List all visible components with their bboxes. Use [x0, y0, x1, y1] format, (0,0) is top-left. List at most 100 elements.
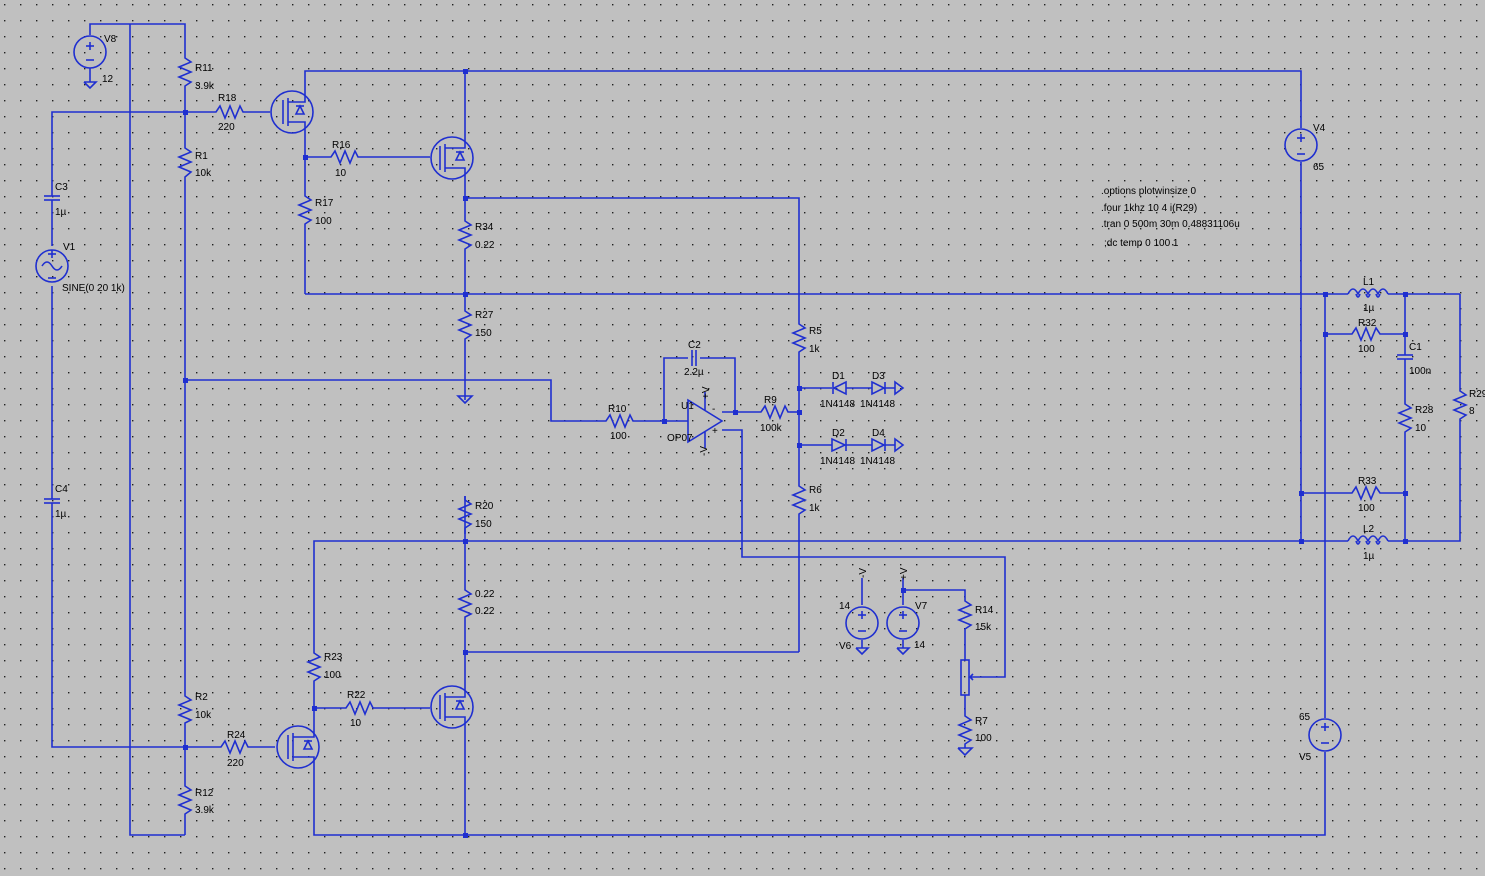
- diode-D3[interactable]: D3 1N4148: [860, 371, 905, 410]
- mosfet-Q2[interactable]: [430, 136, 474, 180]
- diode-D1[interactable]: D1 1N4148: [820, 371, 855, 410]
- resistor-R35[interactable]: 0.22 0.22: [456, 585, 495, 620]
- r32-name: R32: [1358, 318, 1377, 329]
- c2-value: 2.2µ: [684, 367, 704, 378]
- mosfet-Q3[interactable]: [430, 685, 474, 730]
- source-V8[interactable]: V8 12: [73, 34, 117, 90]
- r16-name: R16: [332, 140, 351, 151]
- u1-name: U1: [681, 401, 694, 412]
- r22-value: 10: [350, 718, 362, 729]
- r10-name: R10: [608, 404, 627, 415]
- r20-value: 150: [475, 519, 492, 530]
- resistor-R20[interactable]: R20 150: [456, 496, 494, 534]
- resistor-R12[interactable]: R12 3.9k: [176, 780, 215, 820]
- resistor-R32[interactable]: R32 100: [1345, 318, 1388, 355]
- r5-name: R5: [809, 326, 822, 337]
- resistor-R2[interactable]: R2 10k: [176, 690, 212, 725]
- r14-value: 15k: [975, 622, 992, 633]
- d2-name: D2: [832, 428, 845, 439]
- mosfet-Q4[interactable]: [276, 725, 320, 770]
- r33-name: R33: [1358, 476, 1377, 487]
- resistor-R16[interactable]: R16 10: [325, 140, 360, 179]
- resistor-R14[interactable]: R14 15k: [956, 595, 994, 635]
- capacitor-C3[interactable]: C3 1µ: [44, 182, 68, 218]
- d3-name: D3: [872, 371, 885, 382]
- opamp-U1[interactable]: U1 OP07 - + +V -V: [667, 386, 724, 456]
- resistor-R17[interactable]: R17 100: [296, 190, 334, 235]
- junctions: [183, 69, 1408, 838]
- capacitor-C2[interactable]: C2 2.2µ: [684, 340, 704, 378]
- r28-value: 10: [1415, 423, 1427, 434]
- v8-value: 12: [102, 74, 114, 85]
- wires: [51, 23, 1461, 836]
- v7-name: V7: [915, 601, 928, 612]
- r2-value: 10k: [195, 710, 212, 721]
- inductor-L1[interactable]: L1 1µ: [1347, 277, 1389, 314]
- v4-name: V4: [1313, 123, 1326, 134]
- resistor-R29[interactable]: R29 8: [1451, 385, 1485, 425]
- source-V7[interactable]: V7 14: [886, 601, 928, 656]
- r17-value: 100: [315, 216, 332, 227]
- resistor-R1[interactable]: R1 10k: [176, 140, 212, 185]
- v6-value: 14: [839, 601, 851, 612]
- d4-name: D4: [872, 428, 885, 439]
- r23-value: 100: [324, 670, 341, 681]
- svg-text:-V: -V: [858, 568, 869, 578]
- net-label-vminus: -V: [858, 568, 869, 578]
- r24-name: R24: [227, 730, 246, 741]
- r22-name: R22: [347, 690, 366, 701]
- diode-D4[interactable]: D4 1N4148: [860, 428, 905, 467]
- d1-value: 1N4148: [820, 399, 855, 410]
- directive-line-3: .tran 0 500m 30m 0.48831106u: [1101, 219, 1240, 230]
- source-V5[interactable]: 65 V5: [1299, 712, 1342, 763]
- source-V6[interactable]: 14 V6: [839, 601, 879, 656]
- resistor-R27[interactable]: R27 150: [456, 305, 494, 345]
- r35-name: 0.22: [475, 589, 495, 600]
- l1-value: 1µ: [1363, 303, 1375, 314]
- source-V4[interactable]: V4 65: [1284, 123, 1326, 173]
- capacitor-C1[interactable]: C1 100n: [1397, 342, 1431, 377]
- resistor-R23[interactable]: R23 100: [305, 648, 343, 690]
- v1-name: V1: [63, 242, 76, 253]
- r2-name: R2: [195, 692, 208, 703]
- svg-text:+V: +V: [899, 567, 910, 580]
- r6-name: R6: [809, 485, 822, 496]
- resistor-R9[interactable]: R9 100k: [755, 395, 790, 434]
- r18-value: 220: [218, 122, 235, 133]
- v7-value: 14: [914, 640, 926, 651]
- resistor-R5[interactable]: R5 1k: [790, 318, 822, 355]
- spice-directives[interactable]: .options plotwinsize 0 .four 1khz 10 4 i…: [1101, 186, 1240, 249]
- l2-name: L2: [1363, 524, 1375, 535]
- resistor-R34[interactable]: R34 0.22: [456, 215, 495, 255]
- inductor-L2[interactable]: L2 1µ: [1347, 524, 1389, 562]
- source-V1[interactable]: V1 SINE(0 20 1k): [35, 242, 125, 294]
- resistor-R10[interactable]: R10 100: [600, 404, 638, 442]
- r34-value: 0.22: [475, 240, 495, 251]
- r9-value: 100k: [760, 423, 783, 434]
- r9-name: R9: [764, 395, 777, 406]
- v1-value: SINE(0 20 1k): [62, 283, 125, 294]
- resistor-R11[interactable]: R11 3.9k: [176, 52, 215, 92]
- r7-value: 100: [975, 733, 992, 744]
- c3-name: C3: [55, 182, 68, 193]
- r14-name: R14: [975, 605, 994, 616]
- mosfet-Q1[interactable]: [270, 88, 314, 135]
- r1-name: R1: [195, 151, 208, 162]
- r10-value: 100: [610, 431, 627, 442]
- resistor-R6[interactable]: R6 1k: [790, 480, 822, 520]
- capacitor-C4[interactable]: C4 1µ: [44, 484, 68, 520]
- r18-name: R18: [218, 93, 237, 104]
- resistor-R33[interactable]: R33 100: [1345, 476, 1388, 514]
- r16-value: 10: [335, 168, 347, 179]
- resistor-R7[interactable]: R7 100: [956, 710, 992, 748]
- resistor-R28[interactable]: R28 10: [1396, 398, 1434, 438]
- diode-D2[interactable]: D2 1N4148: [820, 428, 855, 467]
- resistor-R18[interactable]: R18 220: [210, 93, 245, 133]
- opamp-minus-pin: +: [712, 426, 718, 437]
- c1-value: 100n: [1409, 366, 1431, 377]
- potentiometer[interactable]: [960, 659, 975, 696]
- r34-name: R34: [475, 222, 494, 233]
- resistor-R24[interactable]: R24 220: [215, 730, 250, 769]
- resistor-R22[interactable]: R22 10: [340, 690, 375, 729]
